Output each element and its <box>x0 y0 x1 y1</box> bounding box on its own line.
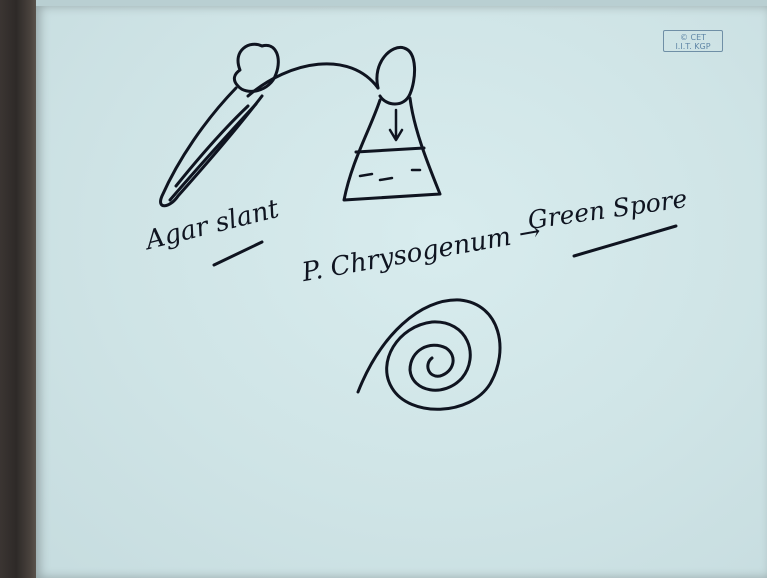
spiral-colony-icon <box>358 300 500 409</box>
slant-tube-icon <box>161 44 279 205</box>
green-spore-underline <box>574 226 676 256</box>
transfer-arc <box>248 64 378 96</box>
agar-slant-underline <box>214 242 262 265</box>
